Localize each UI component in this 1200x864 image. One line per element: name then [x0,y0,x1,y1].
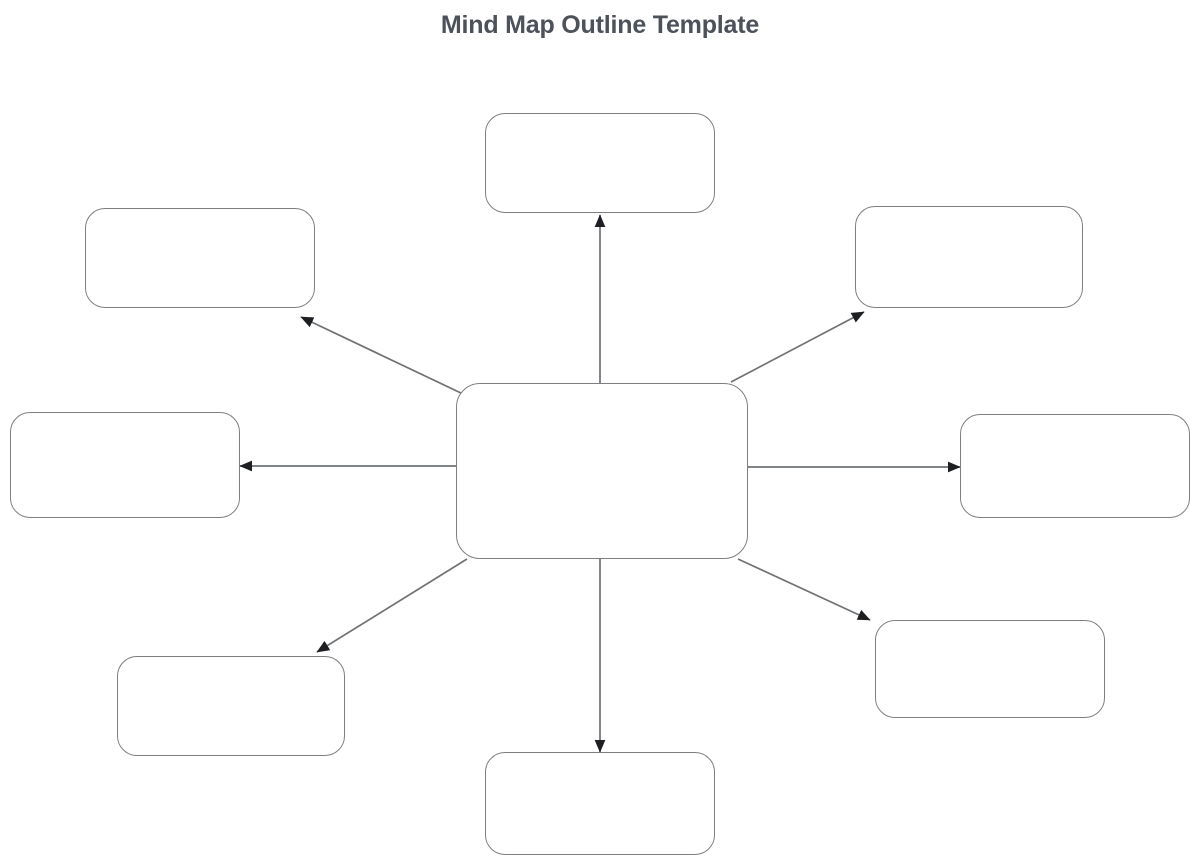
branch-right[interactable] [960,414,1190,518]
edge-to-top-right [730,311,865,383]
branch-left-label [11,413,239,517]
branch-bottom-right-label [876,621,1104,717]
branch-bottom-label [486,753,714,854]
branch-bottom-left-label [118,657,344,755]
edge-to-top-left [300,316,464,395]
branch-top-right[interactable] [855,206,1083,308]
edge-group [239,214,961,753]
branch-right-label [961,415,1189,517]
central-node-label [457,384,747,558]
branch-left[interactable] [10,412,240,518]
branch-bottom-left[interactable] [117,656,345,756]
branch-top-left[interactable] [85,208,315,308]
branch-bottom-right[interactable] [875,620,1105,718]
branch-top-right-label [856,207,1082,307]
page-title: Mind Map Outline Template [440,11,760,39]
branch-top[interactable] [485,113,715,213]
central-node[interactable] [456,383,748,559]
edge-to-bottom-left [316,558,468,653]
edge-to-bottom-right [737,558,871,621]
branch-top-label [486,114,714,212]
branch-top-left-label [86,209,314,307]
branch-bottom[interactable] [485,752,715,855]
